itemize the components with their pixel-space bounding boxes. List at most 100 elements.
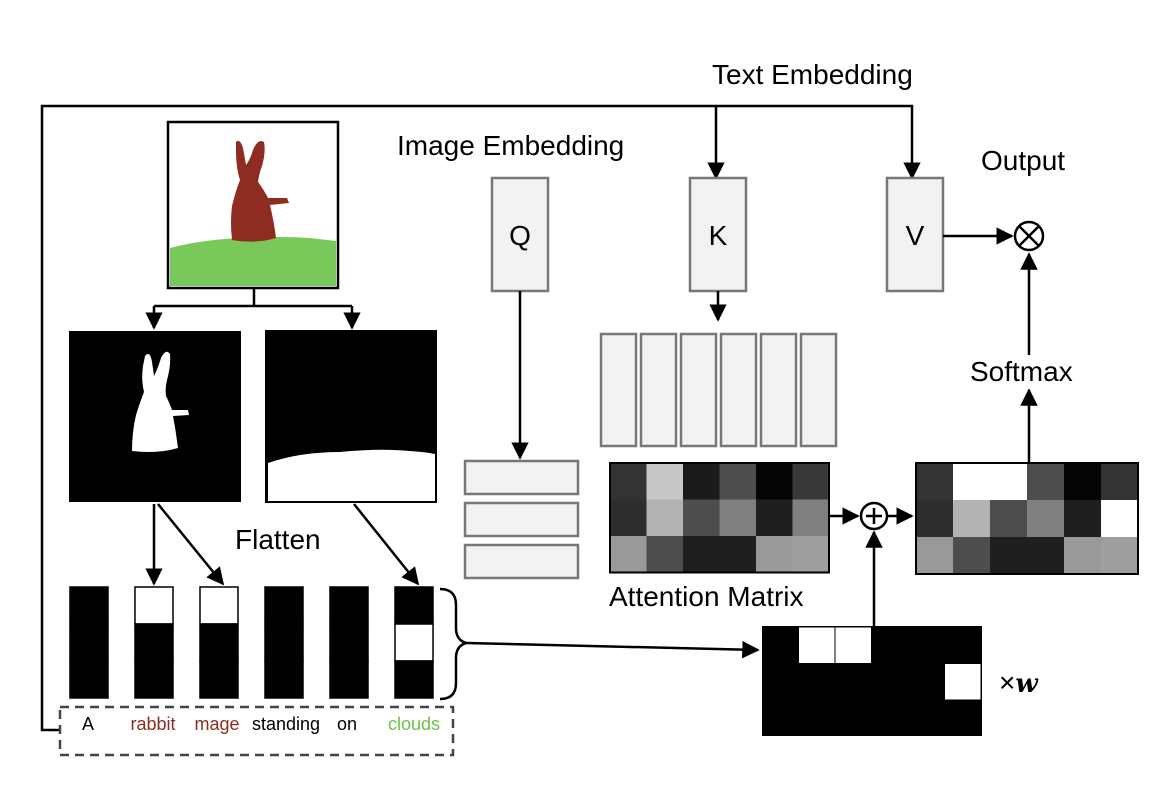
add-operator <box>859 501 889 531</box>
key-vector <box>799 332 838 448</box>
softmax-matrix <box>915 462 1139 575</box>
matrix-cell <box>756 463 793 500</box>
matrix-cell <box>1027 500 1064 537</box>
query-vector <box>463 543 580 580</box>
matrix-cell <box>792 536 829 573</box>
source-image <box>166 120 340 290</box>
matrix-cell <box>756 536 793 573</box>
token-cell <box>264 660 304 699</box>
matrix-cell <box>756 499 793 536</box>
token-cell <box>394 586 434 625</box>
token-cell <box>264 586 304 625</box>
matrix-cell <box>953 537 990 574</box>
grass-shape <box>170 237 336 286</box>
matrix-cell <box>610 463 647 500</box>
v-label: V <box>906 220 925 251</box>
split-connector <box>145 288 361 330</box>
token-cell <box>394 623 434 662</box>
key-vector <box>719 332 758 448</box>
matrix-cell <box>916 463 953 500</box>
attention-matrix-label: Attention Matrix <box>609 581 804 612</box>
key-vector <box>679 332 718 448</box>
matrix-cell <box>953 463 990 500</box>
rabbit-mask <box>69 331 241 502</box>
weight-symbol: w <box>1015 669 1039 699</box>
token-word: on <box>337 714 357 734</box>
times-sign: × <box>999 667 1015 698</box>
matrix-cell <box>646 499 683 536</box>
image-embedding-label: Image Embedding <box>397 130 624 161</box>
softmax-label: Softmax <box>970 356 1073 387</box>
matrix-cell <box>1064 463 1101 500</box>
matrix-cell <box>683 499 720 536</box>
q-label: Q <box>509 220 531 251</box>
matrix-cell <box>1064 537 1101 574</box>
token-column <box>329 586 369 699</box>
token-column <box>264 586 304 699</box>
k-label: K <box>709 220 728 251</box>
weight-mask-matrix <box>762 626 982 736</box>
text-embedding-connectors <box>40 104 921 732</box>
weight-mask-cell <box>944 663 982 701</box>
key-vector <box>759 332 798 448</box>
token-cell <box>134 623 174 662</box>
token-word: A <box>82 714 94 734</box>
q-projection: Q <box>490 176 550 293</box>
multiply-operator <box>1013 220 1045 252</box>
token-mask-columns <box>69 586 434 699</box>
key-vector <box>599 332 638 448</box>
matrix-cell <box>1027 537 1064 574</box>
matrix-cell <box>792 463 829 500</box>
token-cell <box>329 586 369 625</box>
token-word: mage <box>194 714 239 734</box>
attention-matrix <box>609 462 830 574</box>
query-vectors <box>463 459 580 580</box>
matrix-cell <box>953 500 990 537</box>
token-cell <box>394 660 434 699</box>
text-embedding-label: Text Embedding <box>712 59 913 90</box>
matrix-cell <box>646 463 683 500</box>
matrix-border <box>915 462 1139 575</box>
token-cell <box>264 623 304 662</box>
token-cell <box>69 660 109 699</box>
matrix-cell <box>683 463 720 500</box>
token-cell <box>134 660 174 699</box>
matrix-cell <box>719 499 756 536</box>
token-word: clouds <box>388 714 440 734</box>
matrix-cell <box>610 499 647 536</box>
matrix-cell <box>719 536 756 573</box>
matrix-cell <box>1064 500 1101 537</box>
query-vector <box>463 501 580 538</box>
weight-multiplier-label: ×w <box>999 667 1039 699</box>
key-vector <box>639 332 678 448</box>
qkv-arrows <box>511 227 1038 462</box>
matrix-cell <box>990 537 1027 574</box>
add-arrows <box>830 507 914 626</box>
clouds-mask <box>265 330 437 503</box>
matrix-border <box>609 462 830 574</box>
token-cell <box>329 660 369 699</box>
token-word: rabbit <box>130 714 175 734</box>
matrix-cell <box>916 537 953 574</box>
weight-mask-cell <box>834 626 872 664</box>
flatten-arrows <box>145 503 420 586</box>
flatten-label: Flatten <box>235 524 321 555</box>
k-projection: K <box>688 176 748 293</box>
matrix-cell <box>916 500 953 537</box>
token-cell <box>199 586 239 625</box>
query-vector <box>463 459 580 496</box>
token-cell <box>199 660 239 699</box>
matrix-cell <box>1027 463 1064 500</box>
matrix-cell <box>646 536 683 573</box>
matrix-cell <box>990 500 1027 537</box>
token-cell <box>69 623 109 662</box>
v-projection: V <box>885 176 945 293</box>
matrix-cell <box>719 463 756 500</box>
matrix-cell <box>1101 500 1138 537</box>
key-vectors <box>599 332 838 448</box>
token-column <box>69 586 109 699</box>
matrix-cell <box>1101 537 1138 574</box>
output-label: Output <box>981 145 1065 176</box>
